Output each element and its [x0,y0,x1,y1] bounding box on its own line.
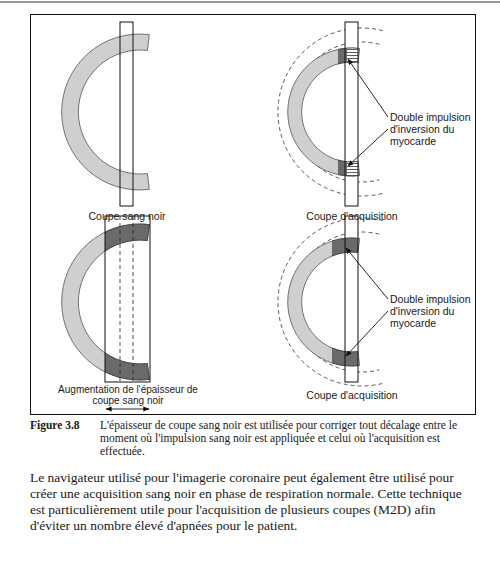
width-arrow [106,409,149,410]
hatched-band [347,48,358,176]
annotation: Double impulsion d'inversion du myocarde [390,293,472,329]
annotation: Double impulsion d'inversion du myocarde [390,111,472,147]
panel-acquisition-top [278,22,388,206]
original-slice-edge [133,216,134,382]
figure-number: Figure 3.8 [30,419,100,432]
myocardium-ring [288,48,360,176]
panel-thick-slice [62,216,150,409]
thick-slice-strip [105,216,150,382]
myocardium-ring [288,238,360,366]
slice-label: Coupe d'acquisition [287,210,417,222]
leader-arrow [346,311,388,356]
panel-acquisition-bottom [278,216,388,386]
slice-strip [120,22,133,206]
figure-frame [31,15,476,415]
slice-label: Coupe sang noir [62,210,192,222]
original-slice-edge [120,216,121,382]
leader-arrow [348,59,388,117]
leader-arrow [346,248,388,299]
inversion-band [338,48,347,176]
header-rule [0,2,500,3]
body-text: Le navigateur utilisé pour l'imagerie co… [30,470,475,534]
dashed-contour [278,28,383,196]
inversion-band [105,224,149,380]
figure-caption: L'épaisseur de coupe sang noir est utili… [100,419,478,458]
slice-label: Augmentation de l'épaisseur de coupe san… [58,384,198,406]
slice-label: Coupe d'acquisition [287,389,417,401]
panel-black-blood [62,22,150,206]
myocardium-ring [62,34,150,190]
slice-strip [345,22,358,206]
leader-arrow [348,129,388,166]
slice-strip [345,216,358,382]
dashed-contour [278,218,383,386]
